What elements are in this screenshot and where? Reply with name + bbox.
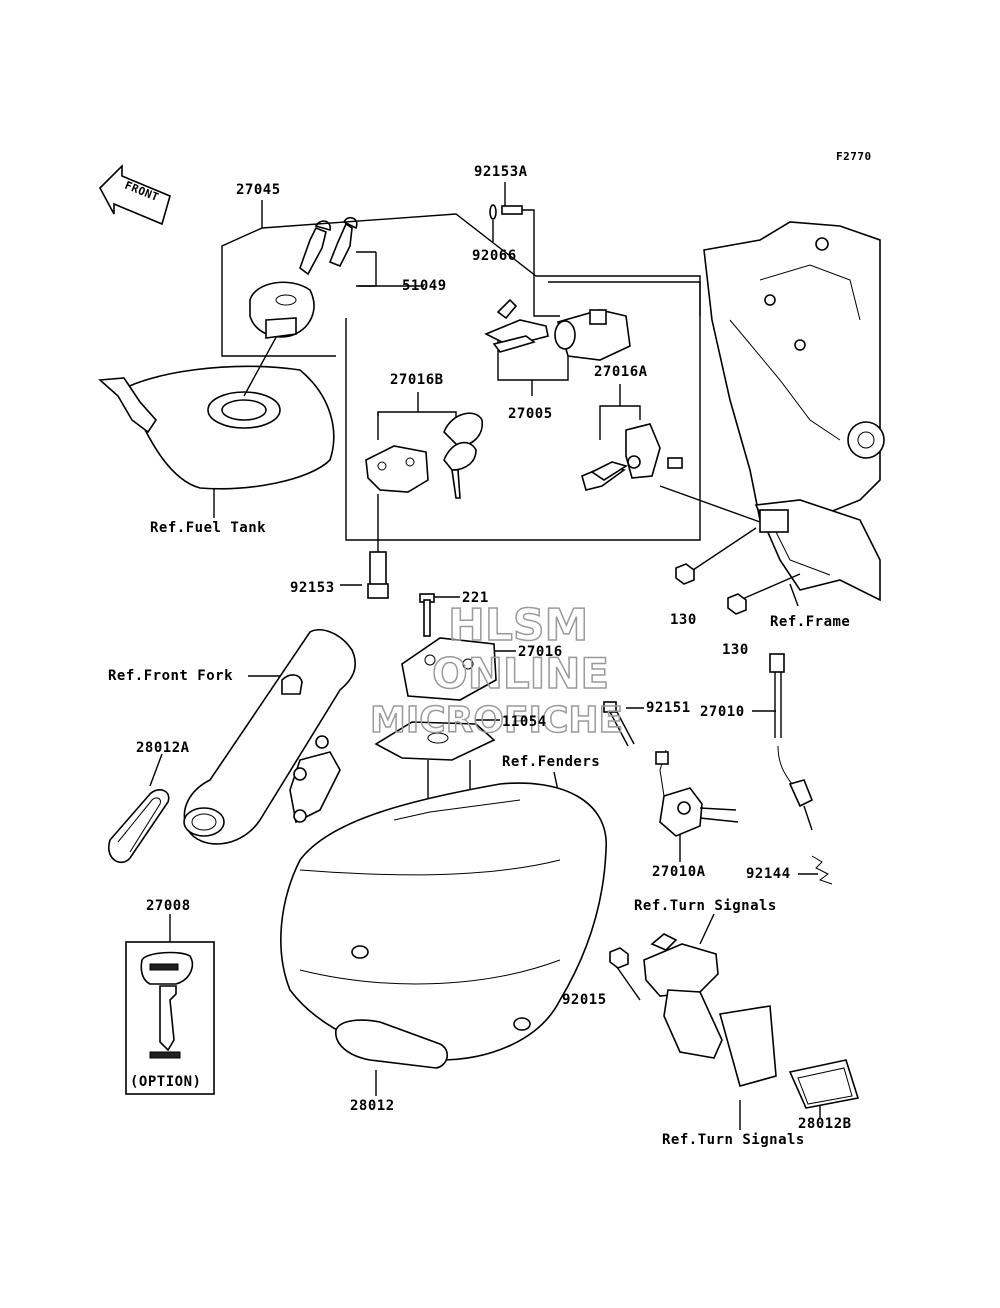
fuel-tank-drawing [98,329,335,490]
label-27010: 27010 [700,704,745,720]
key-option-27008 [125,941,215,1095]
label-51049: 51049 [402,278,447,294]
label-28012: 28012 [350,1098,395,1114]
frame-drawing [703,221,885,602]
label-92144: 92144 [746,866,791,882]
ignition-switch-27005 [484,298,631,361]
label-92151: 92151 [646,700,691,716]
label-27016B: 27016B [390,372,444,388]
watermark-line1: HLSM [448,600,588,651]
turn-signal-bracket [609,933,860,1109]
label-130-b: 130 [722,642,749,658]
label-27008: 27008 [146,898,191,914]
lock-27016A [581,423,683,491]
watermark: HLSM ONLINE MICROFICHE [369,599,624,742]
ref-turn-signals-bottom: Ref.Turn Signals [662,1132,805,1148]
figure-code: F2770 [836,150,872,163]
label-28012A: 28012A [136,740,190,756]
ref-frame: Ref.Frame [770,614,850,630]
bolt-92151 [603,701,635,747]
label-27010A: 27010A [652,864,706,880]
lock-27016B [365,412,483,499]
ref-front-fork: Ref.Front Fork [108,668,233,684]
watermark-line2: ONLINE [432,649,609,698]
front-fork-drawing [183,628,356,845]
fuel-cap-27045 [249,216,358,339]
reflector-28012A [108,789,170,864]
label-130-a: 130 [670,612,697,628]
reflector-28012 [335,1019,448,1069]
label-27045: 27045 [236,182,281,198]
option-label: (OPTION) [130,1074,201,1090]
label-92066: 92066 [472,248,517,264]
front-arrow-icon: FRONT [99,164,171,226]
label-92153: 92153 [290,580,335,596]
ref-turn-signals-top: Ref.Turn Signals [634,898,777,914]
label-28012B: 28012B [798,1116,852,1132]
label-92153A: 92153A [474,164,528,180]
sensor-27010 [769,653,833,885]
watermark-line3: MICROFICHE [370,700,623,741]
nut-130 [675,563,747,615]
label-11054: 11054 [502,714,547,730]
part-labels: 27045 51049 92153A 92066 27005 27016B 27… [108,164,852,1148]
ref-fenders: Ref.Fenders [502,754,600,770]
ref-fuel-tank: Ref.Fuel Tank [150,520,266,536]
label-27016: 27016 [518,644,563,660]
label-221: 221 [462,590,489,606]
screw-92153A [489,204,523,220]
switch-27010A [655,749,739,837]
label-27005: 27005 [508,406,553,422]
bolt-92153 [367,551,389,599]
rear-fender-drawing [280,782,607,1061]
label-92015: 92015 [562,992,607,1008]
bracket-27016 [374,593,497,812]
label-27016A: 27016A [594,364,648,380]
